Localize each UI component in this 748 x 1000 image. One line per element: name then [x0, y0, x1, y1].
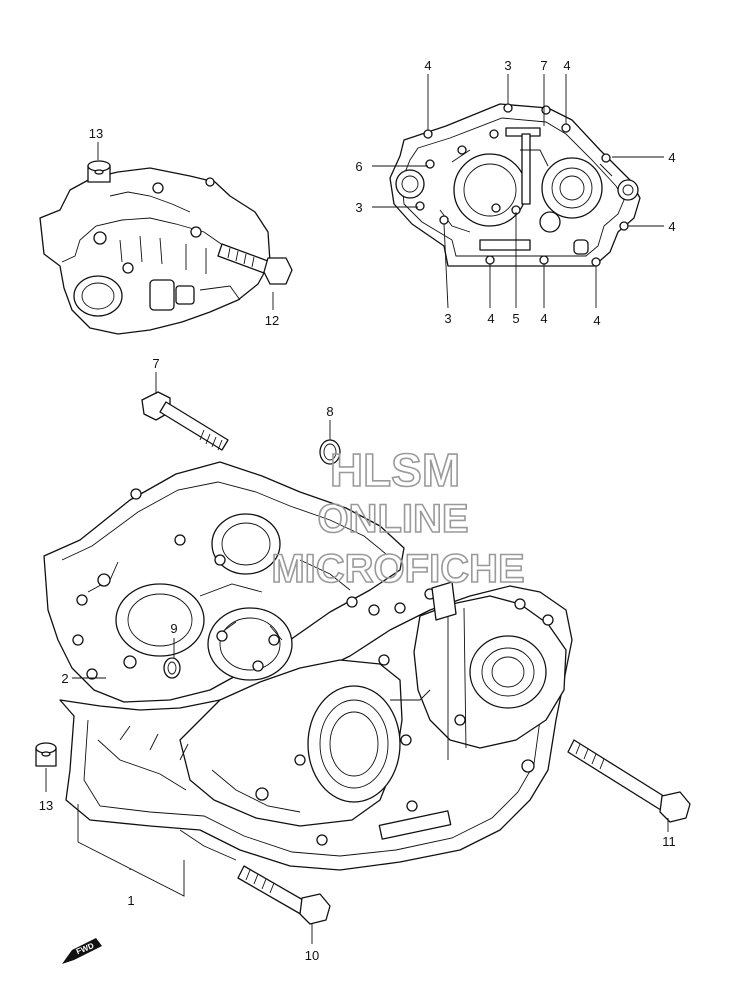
- callout-7-main: 7: [152, 356, 159, 371]
- callout-4-right-a: 4: [668, 150, 675, 165]
- callout-1-bracket: [77, 804, 185, 897]
- callout-4-top-a: 4: [424, 58, 431, 73]
- callout-3-left: 3: [355, 200, 362, 215]
- callout-4-bottom-c: 4: [593, 313, 600, 328]
- callout-8: 8: [326, 404, 333, 419]
- watermark: HLSM ONLINE MICROFICHE: [271, 443, 526, 592]
- callout-13-top: 13: [89, 126, 103, 141]
- callout-13-lower: 13: [39, 798, 53, 813]
- crankcase-half-top-right: [389, 103, 641, 267]
- leader-lines: [45, 74, 669, 944]
- callout-6: 6: [355, 159, 362, 174]
- callout-3-top: 3: [504, 58, 511, 73]
- callout-5: 5: [512, 311, 519, 326]
- bolt-part-11: [567, 739, 691, 823]
- callout-4-top-b: 4: [563, 58, 570, 73]
- crankcase-half-top-left: [39, 167, 271, 335]
- dowel-collar-13-lower: [35, 742, 57, 767]
- watermark-line1: HLSM: [330, 444, 460, 496]
- callout-10: 10: [305, 948, 319, 963]
- bolt-part-12: [217, 243, 293, 285]
- callout-1: 1: [127, 893, 134, 908]
- dowel-collar-13-top: [87, 160, 111, 183]
- callout-11: 11: [662, 834, 676, 849]
- watermark-line3: MICROFICHE: [271, 547, 524, 591]
- callout-9: 9: [170, 621, 177, 636]
- callout-4-bottom-b: 4: [540, 311, 547, 326]
- crankcase-assembly-main: [43, 461, 573, 871]
- bolt-part-10: [237, 865, 331, 925]
- callout-7-top: 7: [540, 58, 547, 73]
- callout-3-bottom: 3: [444, 311, 451, 326]
- callout-2: 2: [61, 671, 68, 686]
- o-ring-part-9: [163, 657, 181, 679]
- callout-4-bottom-a: 4: [487, 311, 494, 326]
- callouts: 13 12 4 3 7 4 6 3 4 4 3 4 5 4 4 7 8 9 2 …: [39, 58, 676, 963]
- watermark-line2: ONLINE: [317, 497, 468, 541]
- callout-4-right-b: 4: [668, 219, 675, 234]
- fwd-arrow-icon: FWD: [62, 938, 102, 964]
- callout-12: 12: [265, 313, 279, 328]
- bolt-part-7-main: [141, 391, 229, 451]
